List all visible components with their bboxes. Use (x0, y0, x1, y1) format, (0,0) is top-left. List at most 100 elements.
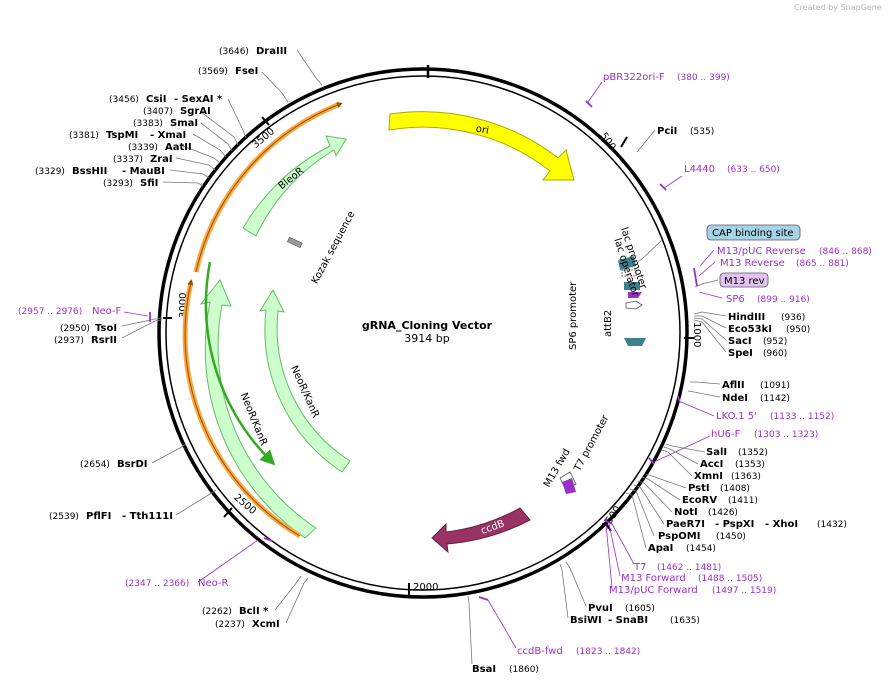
svg-text:- SnaBI: - SnaBI (608, 615, 648, 626)
site-apai: ApaI (648, 543, 673, 554)
svg-text:(1497 .. 1519): (1497 .. 1519) (712, 586, 776, 596)
site-xmni: XmnI (694, 471, 723, 482)
svg-text:(2950): (2950) (60, 324, 90, 334)
svg-text:(1091): (1091) (760, 381, 790, 391)
attb2-label: attB2 (603, 310, 614, 337)
site-tsoi: TsoI (95, 323, 117, 334)
svg-text:(899 .. 916): (899 .. 916) (757, 295, 810, 305)
t7-promoter-label: T7 promoter (572, 413, 612, 475)
svg-text:(3569): (3569) (198, 67, 228, 77)
site-pcii: PciI (657, 126, 677, 137)
svg-text:(1432): (1432) (817, 520, 847, 530)
kozak-feature (286, 236, 303, 249)
backbone-inner (165, 75, 681, 591)
site-rsrii: RsrII (91, 335, 117, 346)
site-psti: PstI (688, 483, 710, 494)
site-hindiii: HindIII (728, 312, 765, 323)
tick-2000: 2000 (413, 582, 438, 593)
svg-text:- XmaI: - XmaI (150, 130, 186, 141)
site-aatii: AatII (165, 142, 192, 153)
lac-region (618, 256, 646, 346)
site-ecorv: EcoRV (682, 495, 717, 506)
primer-ccdb-fwd: ccdB-fwd (517, 646, 563, 657)
svg-text:(1488 .. 1505): (1488 .. 1505) (698, 574, 762, 584)
svg-text:- Tth111I: - Tth111I (122, 511, 173, 522)
svg-text:(2957 .. 2976): (2957 .. 2976) (18, 307, 82, 317)
site-csii: CsiI (146, 94, 166, 105)
m13-t7-region (559, 471, 577, 494)
site-smai: SmaI (170, 118, 198, 129)
svg-text:(1605): (1605) (625, 604, 655, 614)
primer-neo-f: Neo-F (92, 306, 122, 317)
site-xcmi: XcmI (252, 619, 280, 630)
site-bcli: BclI * (239, 606, 269, 617)
svg-text:(1353): (1353) (735, 460, 765, 470)
svg-text:- PspXI: - PspXI (715, 519, 754, 530)
site-zrai: ZraI (150, 154, 173, 165)
svg-text:(2262): (2262) (202, 607, 232, 617)
primer-sp6: SP6 (726, 294, 745, 305)
svg-text:M13 rev: M13 rev (724, 276, 765, 287)
site-draiii: DraIII (256, 46, 287, 57)
ori-feature (388, 111, 575, 181)
ori-label: ori (475, 124, 490, 137)
primer-m13puc-reverse: M13/pUC Reverse (717, 246, 806, 257)
site-ndei: NdeI (722, 393, 748, 404)
kozak-label: Kozak sequence (310, 209, 358, 285)
cap-binding-site-badge: CAP binding site (706, 224, 801, 241)
site-saci: SacI (728, 336, 752, 347)
svg-text:(2237): (2237) (215, 620, 245, 630)
site-pspomi: PspOMI (658, 531, 700, 542)
plasmid-name: gRNA_Cloning Vector (362, 319, 493, 332)
site-bsiwi: BsiWI (570, 615, 602, 626)
plasmid-length: 3914 bp (404, 332, 449, 345)
svg-text:- MauBI: - MauBI (122, 166, 165, 177)
svg-text:(3339): (3339) (128, 143, 158, 153)
site-spei: SpeI (728, 348, 753, 359)
site-bsai: BsaI (472, 664, 496, 675)
svg-text:(1450): (1450) (716, 532, 746, 542)
neor-outer-label: NeoR/KanR (238, 391, 269, 447)
snapgene-credit: Created by SnapGene (794, 3, 882, 12)
primer-labels: pBR322ori-F (380 .. 399) L4440 (633 .. 6… (18, 72, 872, 657)
svg-text:(3381): (3381) (69, 131, 99, 141)
svg-text:(1352): (1352) (738, 448, 768, 458)
svg-text:- SexAI *: - SexAI * (174, 94, 223, 105)
site-pflfi: PflFI (86, 511, 111, 522)
neor-outer-feature (199, 279, 317, 539)
svg-text:(1860): (1860) (509, 665, 539, 675)
tick-1500: 1500 (600, 504, 624, 531)
primer-m13puc-forward: M13/pUC Forward (609, 585, 698, 596)
primer-callouts (123, 81, 723, 649)
svg-text:(2347 .. 2366): (2347 .. 2366) (125, 579, 189, 589)
svg-text:(952): (952) (763, 337, 787, 347)
svg-text:(2654): (2654) (80, 460, 110, 470)
primer-t7: T7 (633, 562, 646, 573)
svg-text:(633 .. 650): (633 .. 650) (727, 165, 780, 175)
svg-text:(1462 .. 1481): (1462 .. 1481) (657, 563, 721, 573)
svg-text:(865 .. 881): (865 .. 881) (796, 259, 849, 269)
primer-pbr322ori-f: pBR322ori-F (603, 72, 665, 83)
right-callouts (467, 129, 727, 665)
svg-text:(846 .. 868): (846 .. 868) (819, 247, 872, 257)
neor-inner-feature (258, 288, 351, 473)
svg-text:(1303 .. 1323): (1303 .. 1323) (754, 430, 818, 440)
bleor-label: BleoR (277, 166, 307, 192)
sp6-promoter-label: SP6 promoter (568, 281, 579, 350)
site-tspmi: TspMI (106, 130, 138, 141)
svg-text:(380 .. 399): (380 .. 399) (677, 73, 730, 83)
site-aflii: AflII (722, 380, 745, 391)
site-bsrdi: BsrDI (117, 459, 148, 470)
svg-text:(1411): (1411) (728, 496, 758, 506)
site-noti: NotI (674, 507, 698, 518)
bleor-feature (242, 135, 347, 237)
ccdb-feature (431, 507, 531, 554)
svg-text:CAP binding site: CAP binding site (712, 228, 794, 239)
svg-text:(936): (936) (781, 313, 805, 323)
svg-text:(3329): (3329) (35, 167, 65, 177)
left-enzyme-labels: (3646) DraIII (3569) FseI (3456) CsiI - … (35, 46, 287, 630)
site-sali: SalI (706, 447, 727, 458)
right-enzyme-labels: PciI (535) HindIII (936) Eco53kI (950) S… (472, 126, 847, 675)
site-bsshii: BssHII (72, 166, 107, 177)
